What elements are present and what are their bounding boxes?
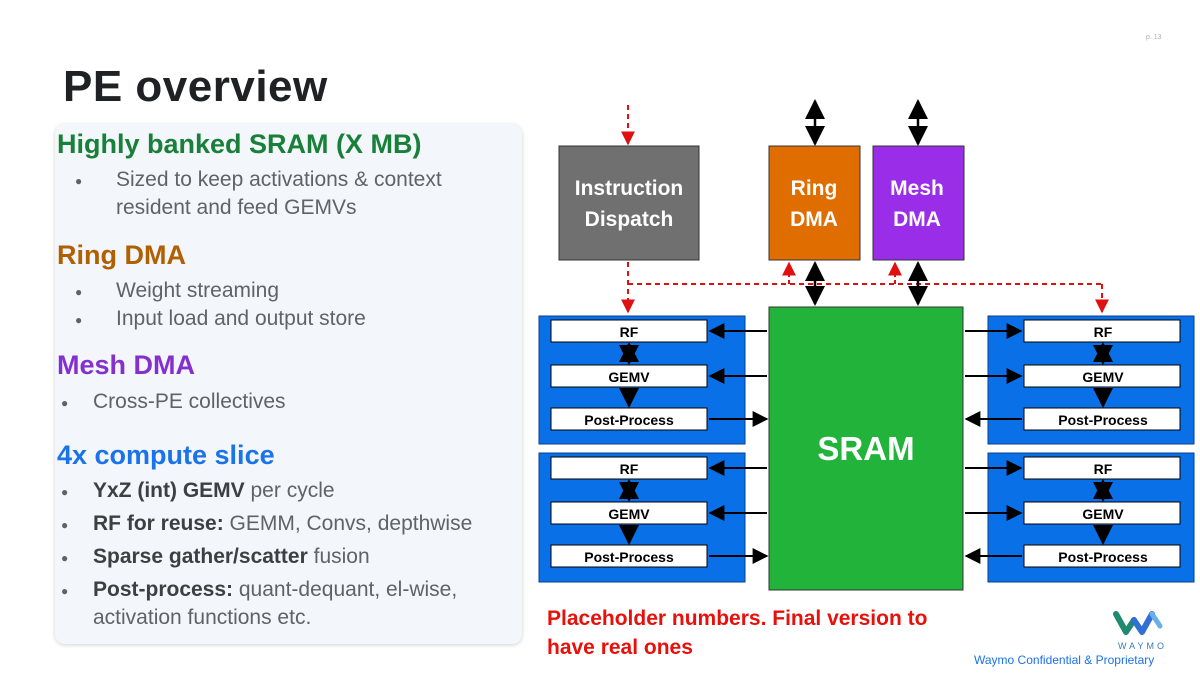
compute-bullet-4: Post-process: quant-dequant, el-wise, — [93, 578, 458, 601]
sram-block — [768, 306, 964, 591]
bullet-dot: ● — [75, 174, 83, 188]
compute-bullet-1: YxZ (int) GEMV per cycle — [93, 479, 335, 502]
slice-rf-label: RF — [620, 461, 639, 477]
slice-rf-label: RF — [1094, 461, 1113, 477]
sram-bullet-line-1: Sized to keep activations & context — [116, 168, 442, 191]
bullet-dot: ● — [61, 584, 69, 598]
mesh-dma-label-2: DMA — [893, 208, 941, 231]
bullet-dot: ● — [61, 485, 69, 499]
waymo-logo-word: WAYMO — [1118, 641, 1167, 651]
slice-gemv-label: GEMV — [1082, 506, 1124, 522]
compute-heading: 4x compute slice — [57, 440, 275, 470]
slice-gemv-label: GEMV — [608, 506, 650, 522]
page-number: p. 13 — [1146, 34, 1162, 41]
mesh-dma-label-1: Mesh — [890, 177, 944, 200]
compute-bullet-4-line-2: activation functions etc. — [93, 606, 312, 629]
bullet-dot: ● — [61, 518, 69, 532]
summary-panel — [55, 124, 522, 644]
sram-bullet-line-2: resident and feed GEMVs — [116, 196, 357, 219]
bullet-dot: ● — [75, 313, 83, 327]
compute-slice-bottom-right: RF GEMV Post-Process — [964, 452, 1195, 583]
mesh-dma-bullet-1: Cross-PE collectives — [93, 390, 286, 413]
instruction-dispatch-label-2: Dispatch — [585, 208, 674, 231]
mesh-dma-heading: Mesh DMA — [57, 350, 196, 380]
slice-post-process-label: Post-Process — [584, 549, 674, 565]
instruction-dispatch-label-1: Instruction — [575, 177, 684, 200]
placeholder-note-line-1: Placeholder numbers. Final version to — [547, 607, 928, 630]
slice-post-process-label: Post-Process — [584, 412, 674, 428]
slide-title: PE overview — [63, 62, 328, 111]
bullet-dot: ● — [75, 285, 83, 299]
sram-label: SRAM — [817, 430, 914, 467]
bullet-dot: ● — [61, 551, 69, 565]
sram-heading: Highly banked SRAM (X MB) — [57, 129, 422, 159]
waymo-logo-icon — [1113, 611, 1163, 635]
ring-dma-bullet-2: Input load and output store — [116, 307, 366, 330]
slice-post-process-label: Post-Process — [1058, 412, 1148, 428]
ring-dma-label-1: Ring — [791, 177, 838, 200]
compute-slice-top-right: RF GEMV Post-Process — [964, 315, 1195, 445]
ring-dma-box — [768, 145, 861, 261]
ring-dma-bullet-1: Weight streaming — [116, 279, 280, 302]
slice-gemv-label: GEMV — [1082, 369, 1124, 385]
compute-bullet-2: RF for reuse: GEMM, Convs, depthwise — [93, 512, 473, 535]
slice-gemv-label: GEMV — [608, 369, 650, 385]
compute-bullet-3: Sparse gather/scatter fusion — [93, 545, 370, 568]
slice-rf-label: RF — [620, 324, 639, 340]
instruction-dispatch-box — [558, 145, 700, 261]
mesh-dma-box — [872, 145, 965, 261]
confidential-footer: Waymo Confidential & Proprietary — [974, 653, 1155, 667]
slice-post-process-label: Post-Process — [1058, 549, 1148, 565]
compute-slice-bottom-left: RF GEMV Post-Process — [538, 452, 769, 583]
ring-dma-heading: Ring DMA — [57, 240, 186, 270]
ring-dma-label-2: DMA — [790, 208, 838, 231]
placeholder-note: Placeholder numbers. Final version to ha… — [547, 604, 1007, 662]
bullet-dot: ● — [61, 396, 69, 410]
slice-rf-label: RF — [1094, 324, 1113, 340]
placeholder-note-line-2: have real ones — [547, 636, 693, 659]
compute-slice-top-left: RF GEMV Post-Process — [538, 315, 769, 445]
